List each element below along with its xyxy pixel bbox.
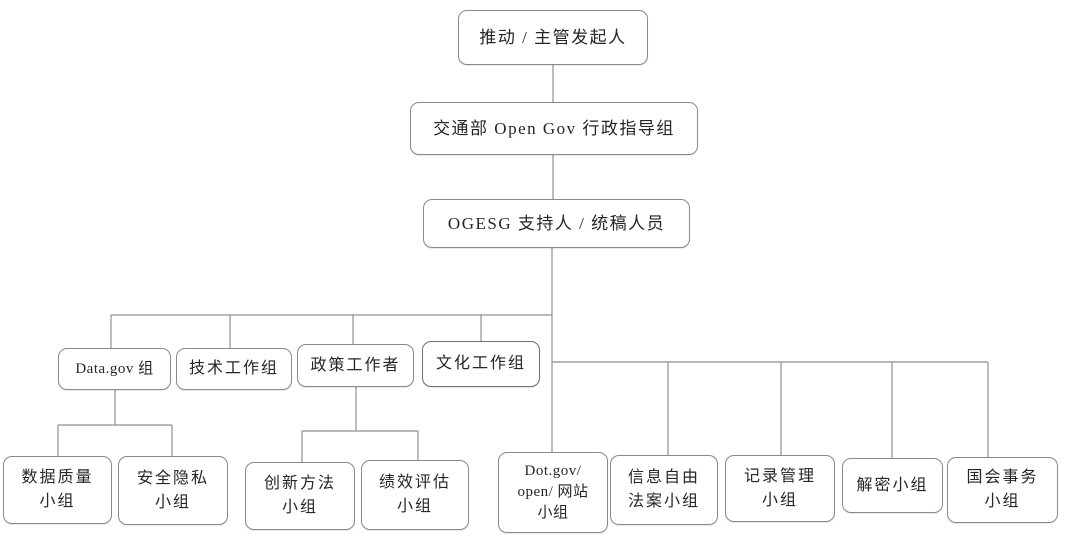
org-node-datagov-group: Data.gov 组 xyxy=(58,348,171,390)
org-node-records-team: 记录管理 小组 xyxy=(725,455,835,522)
org-node-dotgov-web-team: Dot.gov/ open/ 网站 小组 xyxy=(498,452,608,533)
org-node-tech-workgroup: 技术工作组 xyxy=(176,348,292,390)
org-node-sponsor: 推动 / 主管发起人 xyxy=(458,10,648,65)
org-node-policy-workers: 政策工作者 xyxy=(297,344,414,387)
org-node-foia-team: 信息自由 法案小组 xyxy=(610,455,718,525)
org-node-ogesg-support: OGESG 支持人 / 统稿人员 xyxy=(423,199,690,248)
org-node-culture-workgroup: 文化工作组 xyxy=(422,341,540,387)
org-node-security-privacy-team: 安全隐私 小组 xyxy=(118,456,228,525)
org-node-declass-team: 解密小组 xyxy=(842,458,943,513)
org-node-steering-group: 交通部 Open Gov 行政指导组 xyxy=(410,102,698,155)
org-node-performance-team: 绩效评估 小组 xyxy=(361,460,469,530)
org-node-data-quality-team: 数据质量 小组 xyxy=(3,456,112,524)
org-node-innovation-team: 创新方法 小组 xyxy=(245,462,355,530)
org-node-congress-team: 国会事务 小组 xyxy=(947,457,1058,523)
